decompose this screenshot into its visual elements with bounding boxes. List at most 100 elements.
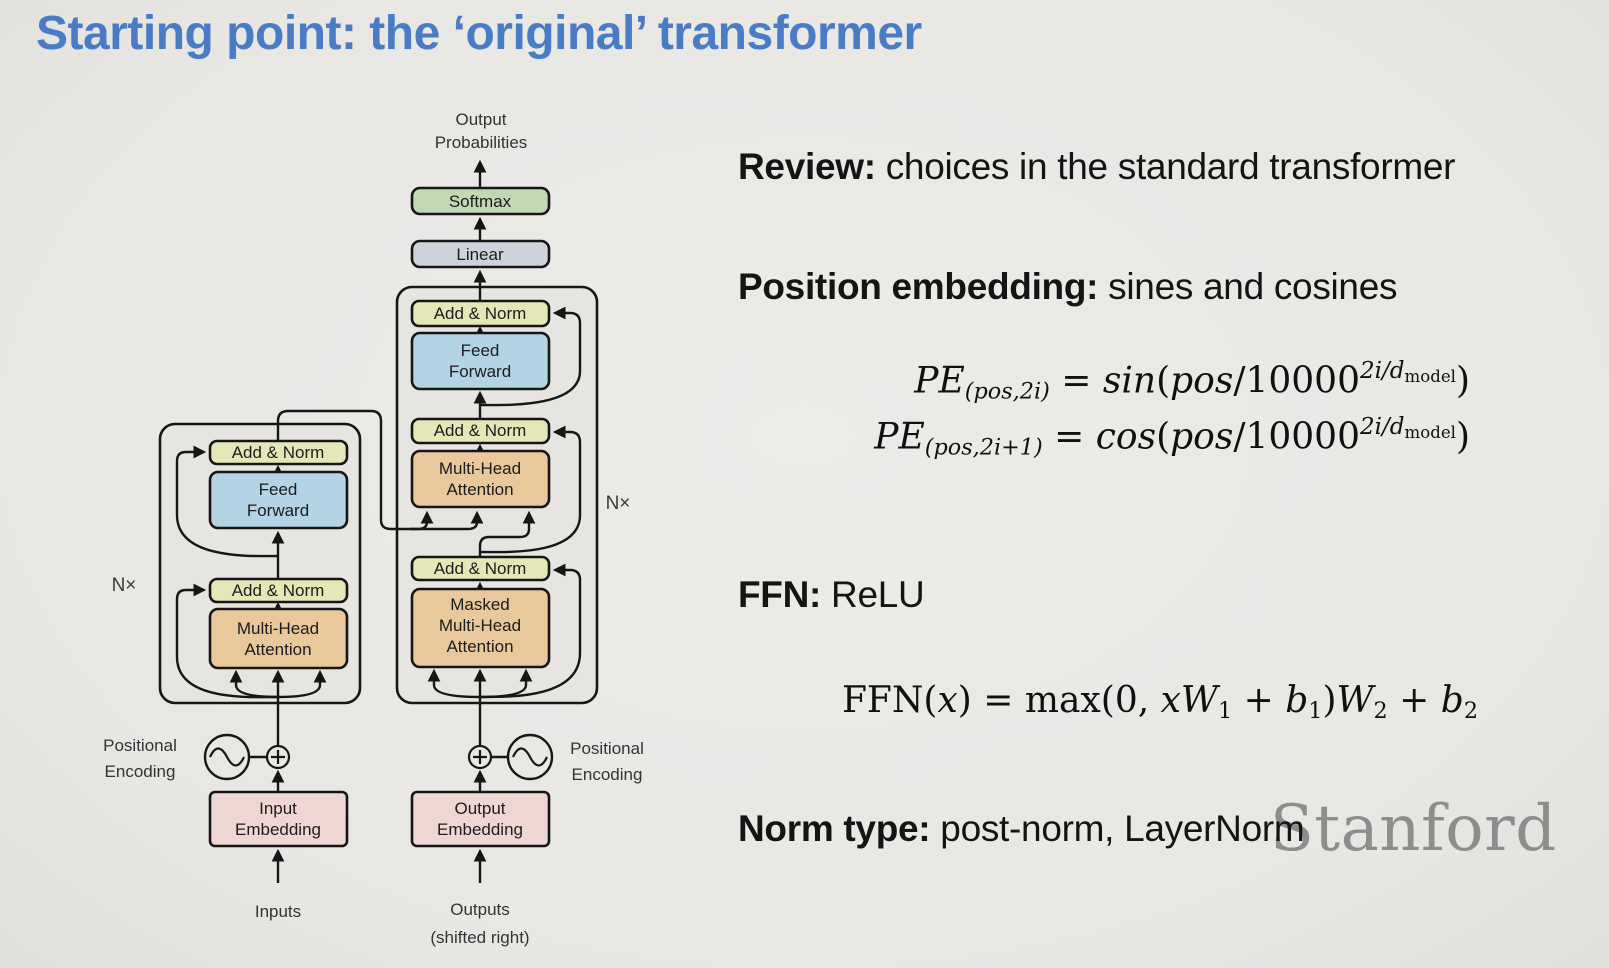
formula-plus: + bbox=[1232, 680, 1286, 721]
formula-paren: ) bbox=[1455, 416, 1470, 458]
sine-icon-left bbox=[203, 733, 251, 781]
formula-divide: / bbox=[1233, 416, 1246, 458]
formula-divide: / bbox=[1233, 360, 1246, 402]
note-norm-type-text: post-norm, LayerNorm bbox=[930, 808, 1305, 849]
input-embedding-label: Embedding bbox=[235, 820, 321, 839]
formula-paren: ) bbox=[1322, 680, 1337, 721]
plus-icon-left bbox=[265, 744, 291, 770]
formula-term: pos bbox=[1170, 416, 1234, 458]
positional-encoding-left-label: Positional bbox=[103, 736, 177, 755]
n-times-left-label: N× bbox=[112, 575, 137, 596]
formula-term: xW bbox=[1160, 680, 1218, 721]
linear-label: Linear bbox=[456, 245, 504, 264]
formula-term: b bbox=[1440, 680, 1464, 721]
stanford-watermark: Stanford bbox=[1270, 792, 1557, 866]
decoder-feed-forward-label: Feed bbox=[461, 341, 500, 360]
formula-number: 10000 bbox=[1245, 416, 1360, 458]
formula-paren: ( bbox=[923, 680, 938, 721]
note-position-embedding: Position embedding: sines and cosines bbox=[738, 266, 1398, 308]
decoder-multi-head-attention-label: Multi-Head bbox=[439, 459, 521, 478]
decoder-add-norm-1-box bbox=[410, 299, 551, 328]
formula-subscript: 2 bbox=[1463, 698, 1479, 725]
masked-multi-head-attention-label: Masked bbox=[450, 595, 510, 614]
decoder-add-norm-2-label: Add & Norm bbox=[434, 421, 527, 440]
formula-paren: ( bbox=[1156, 360, 1171, 402]
formula-subscript: model bbox=[1404, 423, 1456, 443]
formula-function: sin bbox=[1102, 360, 1157, 402]
masked-multi-head-attention-box bbox=[410, 587, 551, 669]
inputs-label: Inputs bbox=[255, 902, 301, 921]
formula-function: cos bbox=[1095, 416, 1157, 458]
formula-subscript: (pos,2i) bbox=[964, 378, 1050, 405]
formula-number: 10000 bbox=[1245, 360, 1360, 402]
encoder-feed-forward-box bbox=[208, 470, 349, 530]
formula-term: pos bbox=[1170, 360, 1234, 402]
outputs-label: Outputs bbox=[450, 900, 510, 919]
masked-multi-head-attention-label: Attention bbox=[446, 637, 513, 656]
formula-equals: = bbox=[1049, 360, 1103, 402]
note-ffn-lead: FFN: bbox=[738, 574, 822, 615]
formula-subscript: model bbox=[1404, 367, 1456, 387]
formula-term: b bbox=[1285, 680, 1309, 721]
formula-function: FFN bbox=[841, 680, 924, 721]
n-times-right-label: N× bbox=[606, 493, 631, 514]
encoder-add-norm-top-box bbox=[208, 439, 349, 466]
formula-term: PE bbox=[914, 360, 965, 402]
formula-plus: + bbox=[1387, 680, 1441, 721]
output-probabilities-label: Probabilities bbox=[435, 133, 528, 152]
positional-encoding-left-label: Encoding bbox=[105, 762, 176, 781]
encoder-add-norm-bottom-box bbox=[208, 577, 349, 604]
note-norm-type-lead: Norm type: bbox=[738, 808, 931, 849]
flow-arrows bbox=[175, 159, 582, 883]
decoder-add-norm-3-box bbox=[410, 555, 551, 582]
encoder-add-norm-bottom-label: Add & Norm bbox=[232, 581, 325, 600]
output-embedding-label: Output bbox=[454, 799, 505, 818]
formula-term: x bbox=[937, 680, 958, 721]
formula-equals: = bbox=[1042, 416, 1096, 458]
decoder-multi-head-attention-label: Attention bbox=[446, 480, 513, 499]
encoder-add-norm-top-label: Add & Norm bbox=[232, 443, 325, 462]
formula-exponent: 2i/dmodel bbox=[1359, 358, 1456, 387]
output-embedding-label: Embedding bbox=[437, 820, 523, 839]
formula-equals: ) = max(0, bbox=[957, 680, 1161, 721]
decoder-add-norm-3-label: Add & Norm bbox=[434, 559, 527, 578]
formula-term: 2i/d bbox=[1359, 358, 1405, 384]
softmax-box bbox=[410, 186, 551, 216]
pe-sin-formula: PE(pos,2i) = sin(pos/100002i/dmodel) bbox=[700, 358, 1470, 405]
formula-term: 2i/d bbox=[1359, 414, 1405, 440]
positional-encoding-right-label: Positional bbox=[570, 739, 644, 758]
formula-exponent: 2i/dmodel bbox=[1359, 414, 1456, 443]
positional-encoding-right-label: Encoding bbox=[572, 765, 643, 784]
input-embedding-box bbox=[208, 790, 349, 848]
outputs-label: (shifted right) bbox=[430, 928, 529, 947]
decoder-add-norm-2-box bbox=[410, 417, 551, 445]
encoder-multi-head-attention-label: Multi-Head bbox=[237, 619, 319, 638]
decoder-feed-forward-box bbox=[410, 331, 551, 391]
note-review: Review: choices in the standard transfor… bbox=[738, 146, 1455, 188]
sine-icon-right bbox=[506, 733, 554, 781]
formula-paren: ( bbox=[1156, 416, 1171, 458]
transformer-architecture-diagram: Add & Norm Feed Forward Add & Norm Multi… bbox=[103, 110, 644, 947]
note-review-text: choices in the standard transformer bbox=[875, 146, 1456, 187]
encoder-feed-forward-label: Feed bbox=[259, 480, 298, 499]
softmax-label: Softmax bbox=[449, 192, 512, 211]
formula-term: W bbox=[1336, 680, 1374, 721]
decoder-add-norm-1-label: Add & Norm bbox=[434, 304, 527, 323]
plus-icon-right bbox=[467, 744, 493, 770]
note-norm-type: Norm type: post-norm, LayerNorm bbox=[738, 808, 1305, 850]
slide-title: Starting point: the ‘original’ transform… bbox=[36, 7, 922, 60]
encoder-multi-head-attention-label: Attention bbox=[244, 640, 311, 659]
masked-multi-head-attention-label: Multi-Head bbox=[439, 616, 521, 635]
note-position-embedding-lead: Position embedding: bbox=[738, 266, 1099, 307]
pe-cos-formula: PE(pos,2i+1) = cos(pos/100002i/dmodel) bbox=[700, 414, 1470, 461]
output-probabilities-label: Output bbox=[455, 110, 506, 129]
decoder-multi-head-attention-box bbox=[410, 449, 551, 509]
note-review-lead: Review: bbox=[738, 146, 876, 187]
formula-subscript: (pos,2i+1) bbox=[924, 434, 1043, 461]
output-embedding-box bbox=[410, 790, 551, 848]
note-position-embedding-text: sines and cosines bbox=[1098, 266, 1398, 307]
linear-box bbox=[410, 239, 551, 269]
ffn-formula: FFN(x) = max(0, xW1 + b1)W2 + b2 bbox=[820, 680, 1500, 724]
input-embedding-label: Input bbox=[259, 799, 297, 818]
